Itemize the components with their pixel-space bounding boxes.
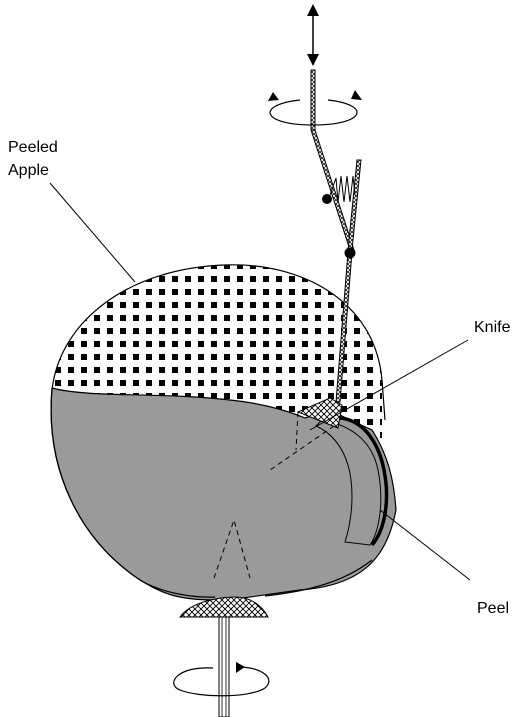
apple-holder	[180, 597, 268, 617]
drive-shaft	[219, 617, 229, 717]
label-peel: Peel	[477, 600, 509, 617]
label-peeled-apple-line2: Apple	[8, 162, 49, 179]
double-headed-vertical-arrow-icon	[307, 4, 319, 66]
pivot-joint-icon	[345, 248, 356, 259]
label-peeled-apple-line1: Peeled	[8, 139, 58, 156]
pivot-joint-icon	[322, 194, 332, 204]
label-knife: Knife	[474, 319, 511, 336]
